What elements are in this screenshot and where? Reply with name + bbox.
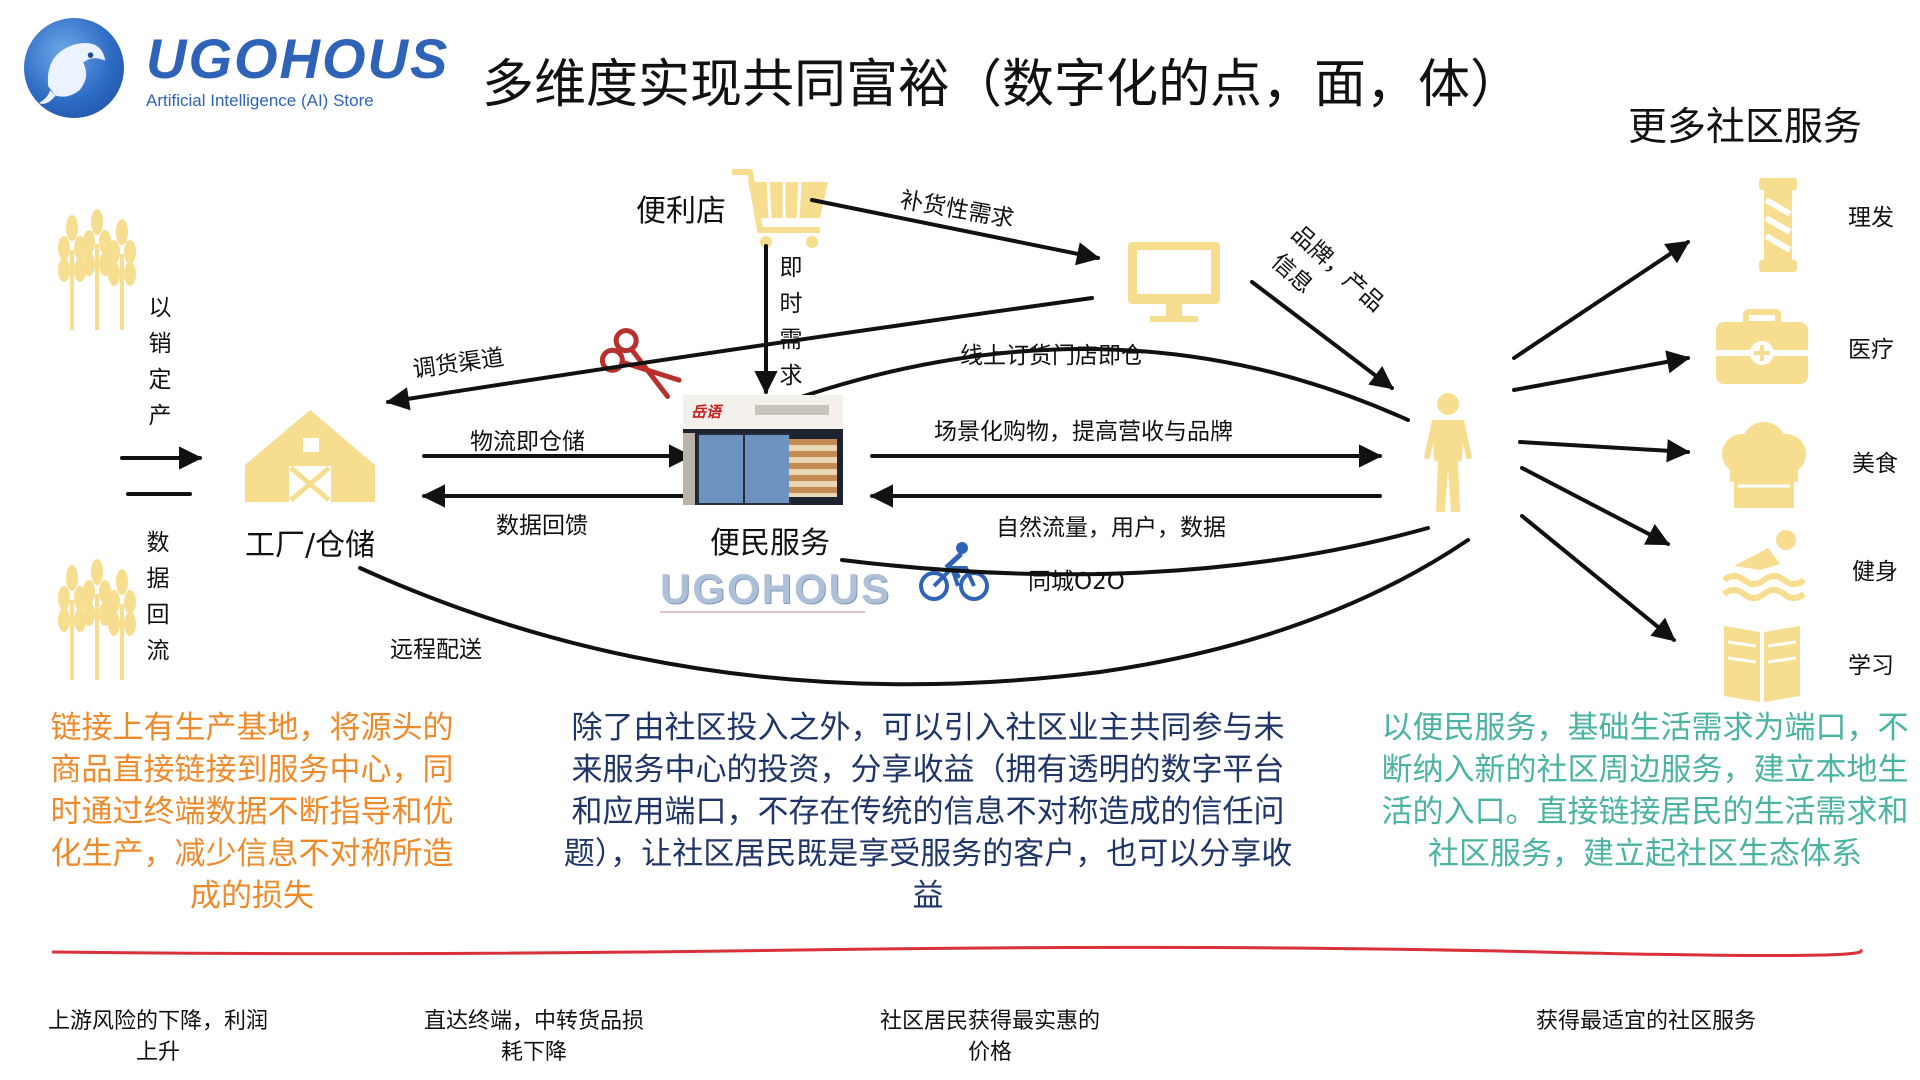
arrow-service-study bbox=[1520, 514, 1676, 642]
dolphin-logo-icon bbox=[39, 42, 106, 104]
arrow-service-medical bbox=[1512, 350, 1691, 392]
community-investment-paragraph: 除了由社区投入之外，可以引入社区业主共同参与未来服务中心的投资，分享收益（拥有透… bbox=[563, 710, 1293, 914]
store-door bbox=[697, 433, 745, 505]
arrow-transfer-channel bbox=[385, 296, 1094, 411]
arrow-service-fitness bbox=[1520, 466, 1671, 546]
arrow-brand-info bbox=[1250, 280, 1394, 390]
watermark-underline bbox=[660, 611, 865, 613]
store-shelf bbox=[789, 439, 837, 497]
service-label-medical: 医疗 bbox=[1848, 337, 1894, 363]
person-icon bbox=[1424, 393, 1472, 512]
store-sign-brand: 岳语 bbox=[691, 403, 722, 421]
produce-by-sales-label: 以 销 定 产 bbox=[148, 295, 172, 429]
convenience-service-label: 便民服务 bbox=[710, 526, 830, 561]
swimmer-icon bbox=[1722, 530, 1806, 601]
footer-best-service: 获得最适宜的社区服务 bbox=[1536, 1009, 1757, 1034]
curve-remote-delivery bbox=[358, 538, 1470, 687]
curve-online-order bbox=[796, 347, 1410, 422]
logo-tagline: Artificial Intelligence (AI) Store bbox=[146, 91, 374, 110]
cyclist-icon bbox=[919, 542, 989, 601]
chef-hat-icon bbox=[1722, 422, 1806, 508]
page-title: 多维度实现共同富裕（数字化的点，面，体） bbox=[482, 55, 1523, 115]
footer-upstream-risk: 上游风险的下降，利润上升 bbox=[48, 1009, 269, 1065]
wheat-icon bbox=[58, 559, 136, 680]
arrow-service-food bbox=[1518, 439, 1691, 463]
store-signboard: 岳语 bbox=[683, 395, 843, 429]
online-order-label: 线上订货门店即仓 bbox=[960, 343, 1144, 369]
instant-demand-label: 即 时 需 求 bbox=[779, 255, 803, 389]
upstream-benefit-paragraph: 链接上有生产基地，将源头的商品直接链接到服务中心，同时通过终端数据不断指导和优化… bbox=[50, 710, 454, 914]
barber-pole-icon bbox=[1759, 178, 1797, 272]
wheat-icon bbox=[58, 209, 136, 330]
cart-icon bbox=[732, 169, 828, 248]
footer-direct-terminal: 直达终端，中转货品损耗下降 bbox=[424, 1009, 645, 1065]
convenience-store-label: 便利店 bbox=[636, 194, 726, 229]
logistics-label: 物流即仓储 bbox=[470, 429, 585, 455]
medical-kit-icon bbox=[1716, 309, 1808, 384]
ugohous-watermark: UGOHOUS bbox=[660, 565, 892, 612]
more-services-heading: 更多社区服务 bbox=[1628, 105, 1863, 150]
scenario-shopping-label: 场景化购物，提高营收与品牌 bbox=[934, 419, 1233, 445]
data-backflow-label: 数 据 回 流 bbox=[146, 530, 170, 664]
divider-line bbox=[51, 945, 1863, 958]
book-icon bbox=[1724, 626, 1800, 702]
arrow-replenish bbox=[810, 198, 1101, 266]
arrow-service-haircut bbox=[1512, 240, 1690, 360]
barn-icon bbox=[245, 410, 375, 502]
convenience-store-photo: 岳语 bbox=[683, 395, 843, 505]
data-feedback-label: 数据回馈 bbox=[496, 513, 588, 539]
city-o2o-label: 同城O2O bbox=[1028, 569, 1125, 595]
service-label-haircut: 理发 bbox=[1848, 205, 1894, 231]
monitor-icon bbox=[1128, 242, 1220, 322]
store-door bbox=[743, 433, 791, 505]
natural-traffic-label: 自然流量，用户，数据 bbox=[996, 515, 1226, 541]
service-label-fitness: 健身 bbox=[1852, 559, 1898, 585]
footer-best-price: 社区居民获得最实惠的价格 bbox=[880, 1009, 1101, 1065]
remote-delivery-label: 远程配送 bbox=[390, 637, 482, 663]
curve-o2o bbox=[840, 526, 1430, 577]
factory-warehouse-label: 工厂/仓储 bbox=[245, 528, 376, 563]
logo-wordmark: UGOHOUS bbox=[146, 27, 450, 90]
service-label-study: 学习 bbox=[1848, 653, 1894, 679]
service-label-food: 美食 bbox=[1852, 451, 1898, 477]
community-ecosystem-paragraph: 以便民服务，基础生活需求为端口，不断纳入新的社区周边服务，建立本地生活的入口。直… bbox=[1381, 710, 1909, 872]
